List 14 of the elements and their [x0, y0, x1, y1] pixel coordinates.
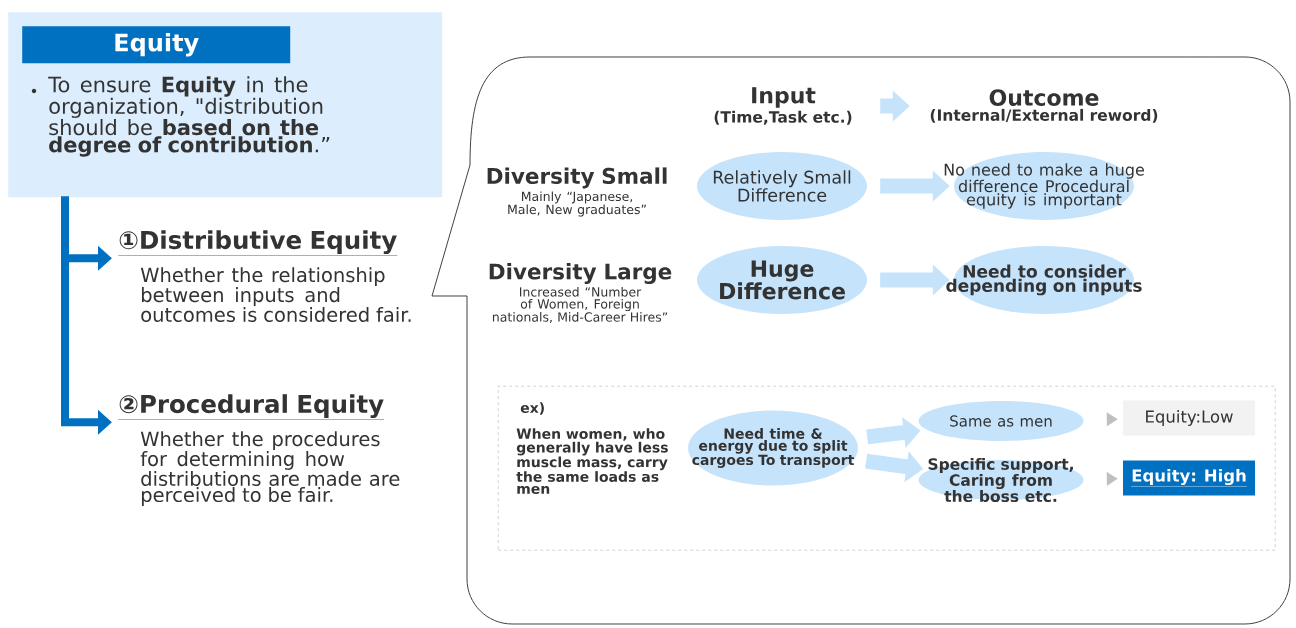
chevron-arrow: [1106, 472, 1118, 486]
chevron-arrow: [1106, 412, 1118, 427]
section-title: ②Procedural Equity: [118, 394, 385, 420]
column-header: Input (Time,Task etc.): [714, 87, 852, 125]
description-text: Whether the relationship between inputs and outcomes is considered fair.: [140, 267, 411, 323]
row-header: Diversity Large Increased “Number of Women, Foreign nationals, Mid-Career Hires”: [489, 263, 672, 323]
row-header: Diversity Small Mainly “Japanese, Male, New graduates”: [487, 167, 667, 217]
result-box: Equity: High: [1123, 460, 1255, 496]
section-title: ①Distributive Equity: [118, 230, 398, 256]
speech-bubble: [431, 56, 1291, 625]
result-box: Equity:Low: [1123, 400, 1255, 436]
heading-bar: Equity: [22, 26, 291, 64]
description-text: Whether the procedures for determining how distributions are made are perceived to be fair.: [140, 431, 400, 506]
column-header: Outcome (Internal/External reword): [930, 89, 1158, 123]
